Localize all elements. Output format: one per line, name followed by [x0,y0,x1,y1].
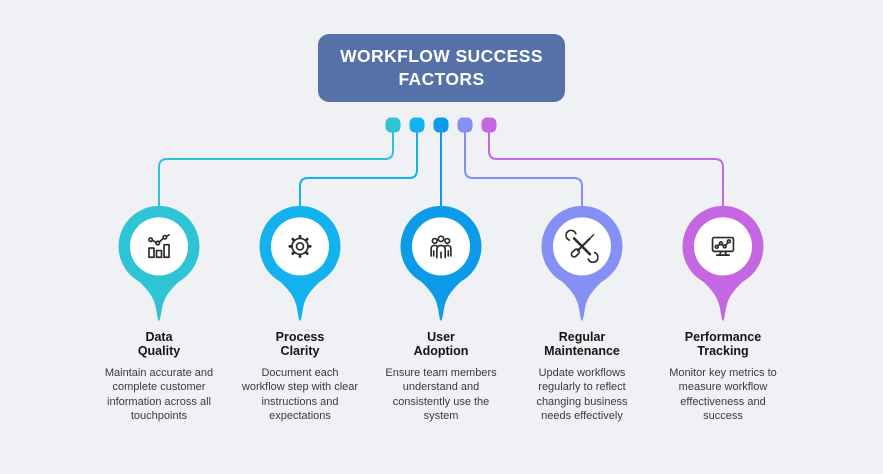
connector-dot [385,117,401,133]
monitor-chart-icon [711,236,735,256]
factor-description: Update workflows regularly to reflect ch… [536,366,628,423]
pin-tail [409,270,473,321]
pin-marker [541,205,623,321]
pin-tail [691,270,755,321]
factor-title: Data Quality [137,329,181,359]
pin-marker [259,205,341,321]
factor-description: Document each workflow step with clear i… [241,366,359,423]
connector-dot [433,117,449,133]
factor-description: Monitor key metrics to measure workflow … [669,366,777,423]
bar-chart-icon [148,233,170,259]
page-title: WORKFLOW SUCCESS FACTORS [340,46,543,89]
connector-line [464,125,583,212]
pin-marker [118,205,200,321]
connector-dot [409,117,425,133]
connector-line [158,125,394,212]
factor-column-user-adoption: User Adoption Ensure team members unders… [366,205,516,424]
factor-title: Performance Tracking [684,329,762,359]
factor-title: User Adoption [413,329,469,359]
title-card: WORKFLOW SUCCESS FACTORS [318,34,565,102]
factor-column-data-quality: Data Quality Maintain accurate and compl… [84,205,234,424]
factor-column-process-clarity: Process Clarity Document each workflow s… [225,205,375,424]
pin-marker [400,205,482,321]
pin-inner-circle [129,217,189,276]
users-group-icon [430,235,452,259]
connector-dot [457,117,473,133]
pin-tail [268,270,332,321]
tools-icon [565,229,599,264]
factor-description: Ensure team members understand and consi… [385,366,497,423]
connector-line [488,125,724,212]
factor-column-regular-maintenance: Regular Maintenance Update workflows reg… [507,205,657,424]
factor-title: Process Clarity [275,329,325,359]
factor-title: Regular Maintenance [544,329,620,359]
pin-tail [550,270,614,321]
factor-column-performance-tracking: Performance Tracking Monitor key metrics… [648,205,798,424]
connector-line [299,125,418,212]
pin-marker [682,205,764,321]
pin-inner-circle [270,217,330,276]
connector-dot [481,117,497,133]
factor-description: Maintain accurate and complete customer … [104,366,214,423]
pin-tail [127,270,191,321]
gear-icon [288,234,312,258]
